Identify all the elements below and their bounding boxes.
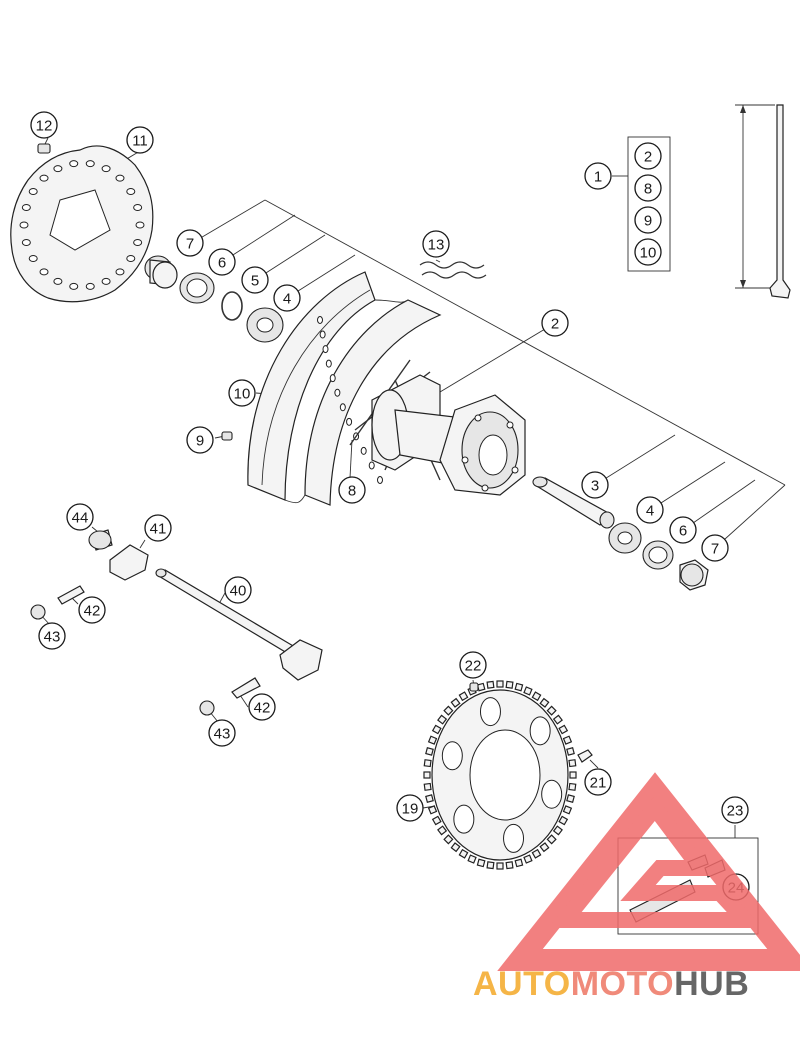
rim-tape — [419, 261, 487, 279]
brake-disc — [10, 145, 154, 303]
svg-text:7: 7 — [711, 541, 719, 558]
svg-text:13: 13 — [428, 237, 445, 254]
callout-9: 9 — [186, 426, 214, 454]
left-hub-parts — [144, 255, 284, 343]
svg-text:43: 43 — [214, 726, 231, 743]
callout-6: 6 — [208, 248, 236, 276]
callout-3: 3 — [581, 471, 609, 499]
callout-22: 22 — [459, 651, 487, 679]
callout-2: 2 — [541, 309, 569, 337]
svg-text:12: 12 — [36, 118, 53, 135]
svg-text:3: 3 — [591, 478, 599, 495]
callout-10: 10 — [634, 238, 662, 266]
svg-text:23: 23 — [727, 803, 744, 820]
callout-43: 43 — [38, 622, 66, 650]
callout-7: 7 — [701, 534, 729, 562]
svg-text:4: 4 — [283, 291, 291, 308]
callout-11: 11 — [126, 126, 154, 154]
callout-19: 19 — [396, 794, 424, 822]
callout-23: 23 — [721, 796, 749, 824]
callout-2: 2 — [634, 142, 662, 170]
svg-text:19: 19 — [402, 801, 419, 818]
callout-5: 5 — [241, 266, 269, 294]
svg-text:5: 5 — [251, 273, 259, 290]
svg-text:6: 6 — [218, 255, 226, 272]
watermark-text: AUTOMOTOHUB — [473, 965, 749, 1003]
callout-4: 4 — [273, 284, 301, 312]
callout-1: 1 — [584, 162, 612, 190]
hub-assembly — [349, 359, 526, 496]
svg-text:10: 10 — [234, 386, 251, 403]
svg-text:10: 10 — [640, 245, 657, 262]
spoke-nipple — [221, 431, 233, 441]
callout-7: 7 — [176, 229, 204, 257]
axle-parts — [30, 529, 323, 716]
callout-4: 4 — [636, 496, 664, 524]
callout-10: 10 — [228, 379, 256, 407]
svg-text:4: 4 — [646, 503, 654, 520]
svg-text:44: 44 — [72, 510, 89, 527]
svg-text:21: 21 — [590, 775, 607, 792]
callout-13: 13 — [422, 230, 450, 258]
callout-9: 9 — [634, 206, 662, 234]
svg-text:1: 1 — [594, 169, 602, 186]
svg-text:6: 6 — [679, 523, 687, 540]
sprocket — [423, 680, 593, 870]
callout-8: 8 — [338, 476, 366, 504]
svg-text:42: 42 — [254, 700, 271, 717]
svg-text:9: 9 — [196, 433, 204, 450]
svg-text:2: 2 — [551, 316, 559, 333]
callout-42: 42 — [248, 693, 276, 721]
svg-text:22: 22 — [465, 658, 482, 675]
rim — [247, 271, 442, 506]
callout-40: 40 — [224, 576, 252, 604]
kit-box — [627, 136, 671, 272]
spoke-icon — [769, 104, 791, 299]
svg-text:8: 8 — [348, 483, 356, 500]
callout-6: 6 — [669, 516, 697, 544]
leader-lines — [39, 104, 786, 935]
svg-text:9: 9 — [644, 213, 652, 230]
callout-21: 21 — [584, 768, 612, 796]
svg-text:41: 41 — [150, 521, 167, 538]
svg-text:42: 42 — [84, 603, 101, 620]
svg-text:7: 7 — [186, 236, 194, 253]
svg-text:43: 43 — [44, 629, 61, 646]
callout-8: 8 — [634, 174, 662, 202]
callout-44: 44 — [66, 503, 94, 531]
watermark-logo — [497, 772, 800, 971]
callout-41: 41 — [144, 514, 172, 542]
svg-text:8: 8 — [644, 181, 652, 198]
svg-text:40: 40 — [230, 583, 247, 600]
callout-42: 42 — [78, 596, 106, 624]
right-hub-parts — [532, 476, 709, 591]
disc-bolt — [37, 143, 51, 154]
svg-text:11: 11 — [132, 133, 148, 150]
callout-12: 12 — [30, 111, 58, 139]
svg-text:2: 2 — [644, 149, 652, 166]
callout-43: 43 — [208, 719, 236, 747]
